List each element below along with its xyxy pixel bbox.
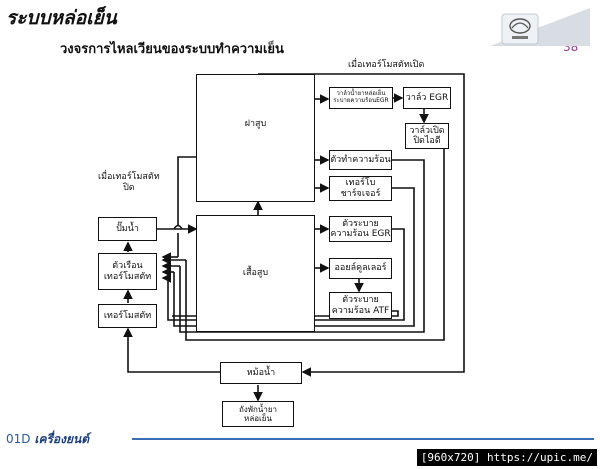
egr-cooler-water-valve-box: วาล์วน้ำยาหล่อเย็น ระบายความร้อนEGR	[329, 87, 393, 109]
thermostat-box: เทอร์โมสตัท	[98, 304, 157, 328]
mazda-logo	[490, 8, 590, 46]
page-title: ระบบหล่อเย็น	[6, 7, 117, 29]
heater-box: ตัวทำความร้อน	[329, 150, 392, 170]
coolant-reservoir-box: ถังพักน้ำยา หล่อเย็น	[222, 401, 294, 427]
cylinder-block-box: เสื้อสูบ	[196, 215, 315, 332]
oil-cooler-box: ออยล์คูลเลอร์	[329, 258, 392, 279]
label-thermostat-closed: เมื่อเทอร์โมสตัท ปิด	[98, 172, 160, 193]
thermostat-housing-box: ตัวเรือน เทอร์โมสตัท	[98, 253, 157, 290]
water-pump-box: ปั๊มน้ำ	[98, 217, 157, 241]
footer-divider	[132, 438, 594, 440]
cylinder-head-box: ฝาสูบ	[196, 74, 315, 202]
label-thermostat-open: เมื่อเทอร์โมสตัทเปิด	[348, 60, 425, 70]
footer-section-name: เครื่องยนต์	[34, 432, 90, 446]
radiator-box: หม้อน้ำ	[220, 362, 302, 384]
egr-valve-box: วาล์ว EGR	[403, 87, 451, 109]
page-subtitle: วงจรการไหลเวียนของระบบทำความเย็น	[60, 42, 284, 57]
footer-section: 01D เครื่องยนต์	[6, 430, 89, 449]
open-close-valve-box: วาล์วเปิด ปิดไอดี	[405, 123, 449, 149]
footer-code: 01D	[6, 432, 31, 446]
egr-cooler-box: ตัวระบาย ความร้อน EGR	[329, 216, 392, 242]
watermark: [960x720] https://upic.me/	[416, 449, 597, 466]
atf-cooler-box: ตัวระบาย ความร้อน ATF	[329, 292, 392, 319]
turbocharger-box: เทอร์โบ ชาร์จเจอร์	[329, 176, 392, 201]
